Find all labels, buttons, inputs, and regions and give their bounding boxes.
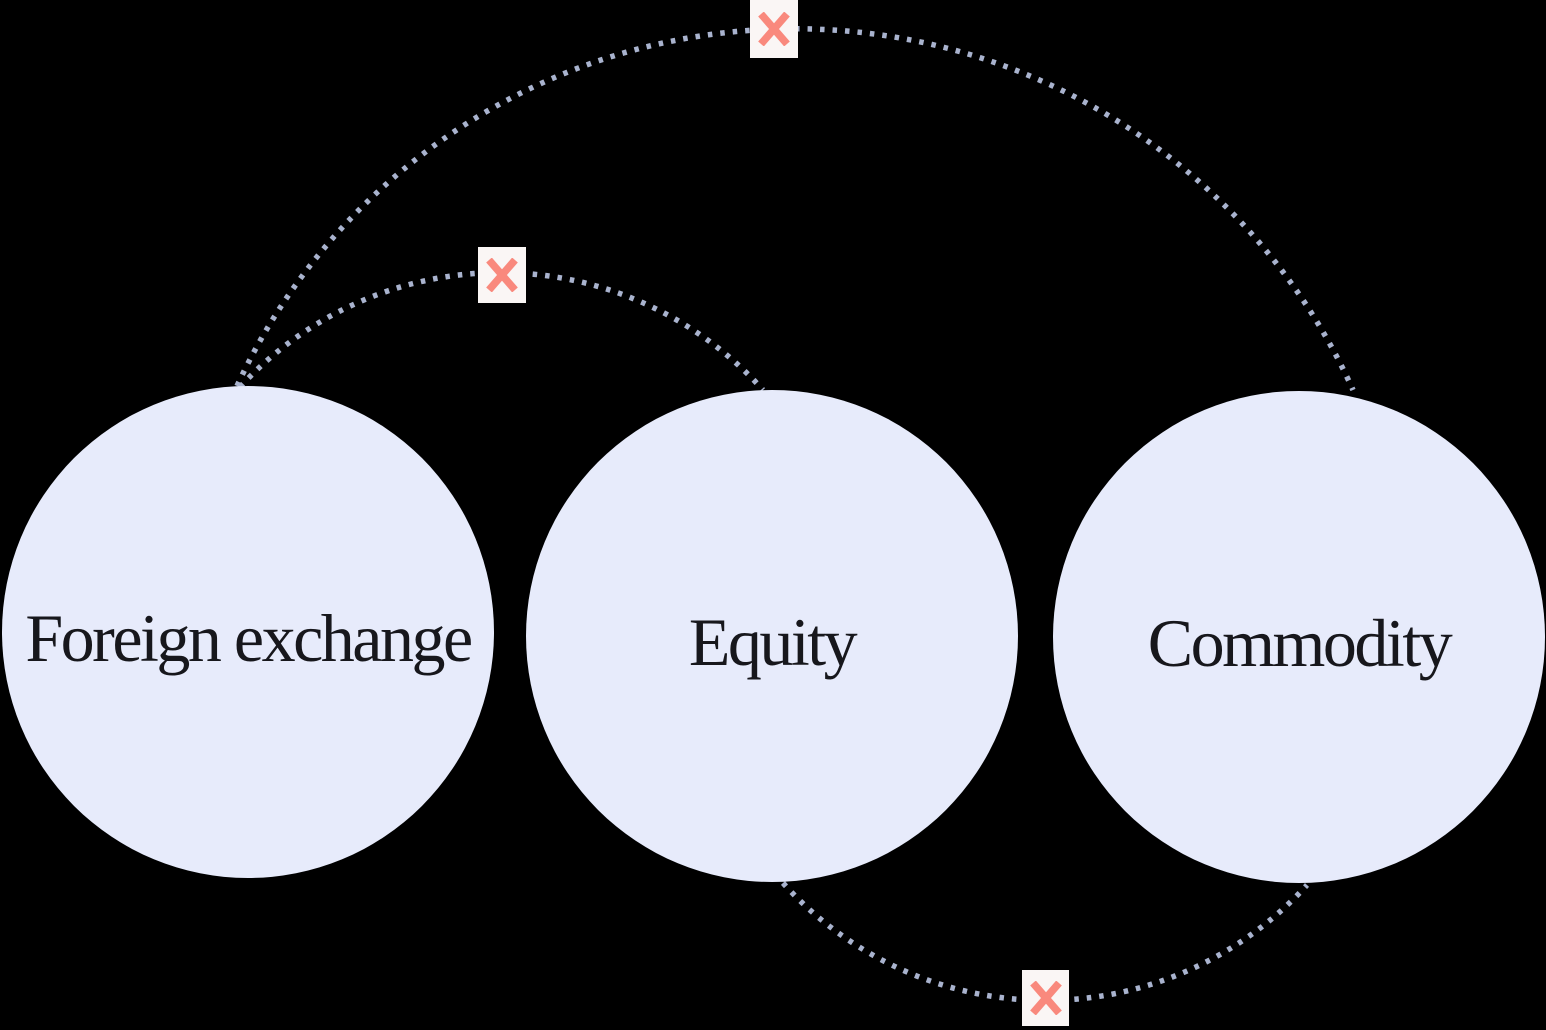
- no-correlation-marker-equity-commodity: [1022, 970, 1069, 1026]
- node-label-commodity: Commodity: [1147, 605, 1453, 681]
- arc-equity-commodity: [780, 881, 1310, 1004]
- node-foreign-exchange: Foreign exchange: [2, 386, 494, 878]
- x-icon: [758, 12, 790, 46]
- no-correlation-marker-fx-commodity: [750, 0, 798, 58]
- x-icon: [1029, 981, 1062, 1015]
- node-label-foreign-exchange: Foreign exchange: [25, 600, 473, 676]
- arc-foreign-exchange-commodity: [234, 26, 1356, 392]
- no-correlation-marker-fx-equity: [478, 247, 526, 303]
- x-icon: [486, 258, 518, 292]
- node-equity: Equity: [526, 390, 1018, 882]
- node-label-equity: Equity: [688, 604, 858, 680]
- arc-foreign-exchange-equity: [237, 269, 766, 392]
- node-commodity: Commodity: [1053, 391, 1545, 883]
